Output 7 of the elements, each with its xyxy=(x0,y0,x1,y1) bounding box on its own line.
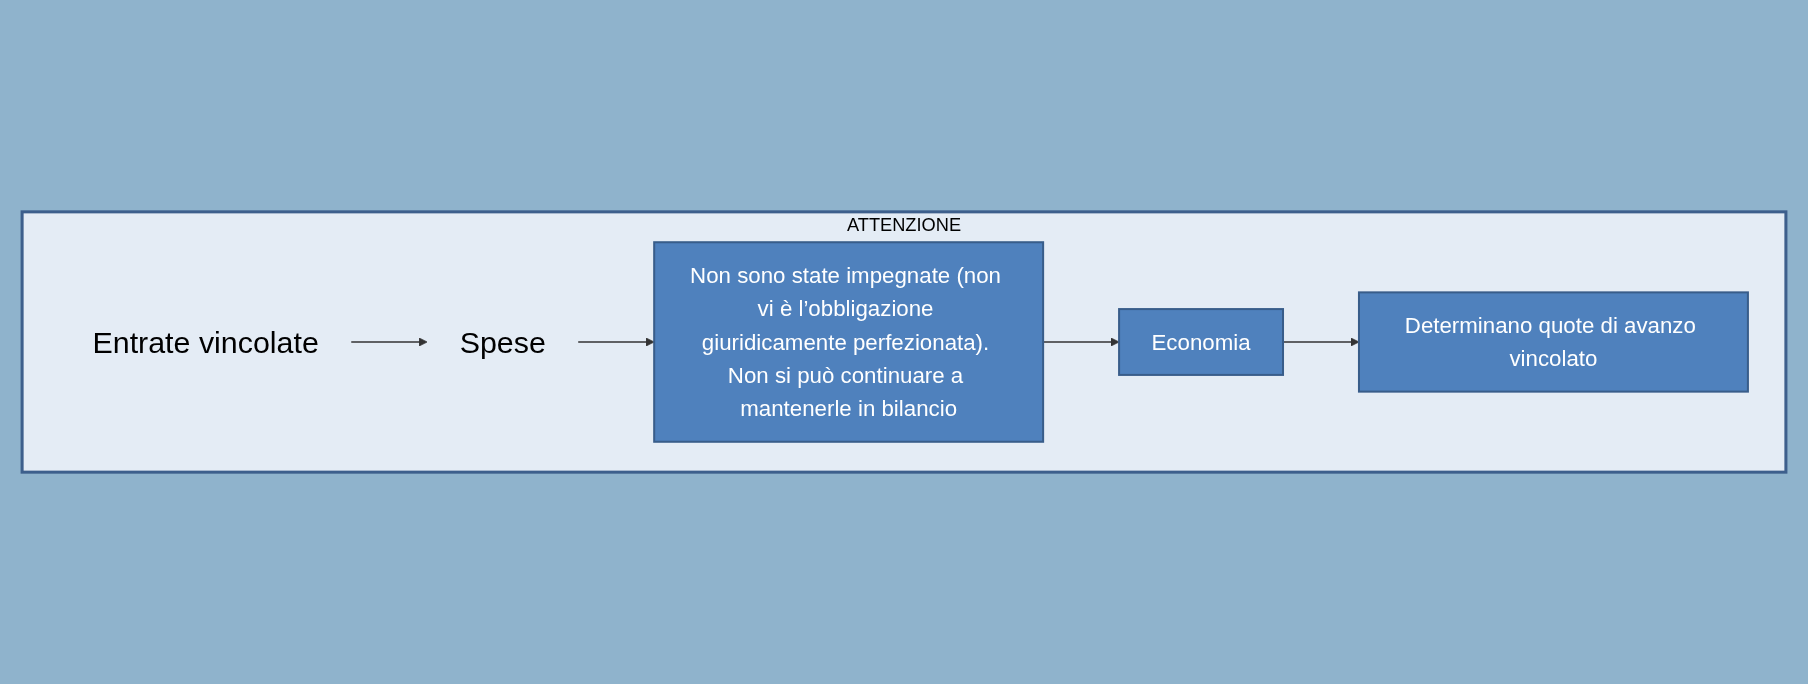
arrow xyxy=(350,337,428,347)
node-box: Determinano quote di avanzo vincolato xyxy=(1357,291,1749,393)
node-text: Spese xyxy=(459,325,546,359)
node-box: Non sono state impegnate (non vi è l’obbligazione giuridicamente perfezionata). Non si può continuare a mantenerle in bilancio xyxy=(653,241,1045,443)
node-box: Economia xyxy=(1118,308,1285,376)
node-text: Entrate vincolate xyxy=(92,325,319,359)
arrow xyxy=(577,337,655,347)
